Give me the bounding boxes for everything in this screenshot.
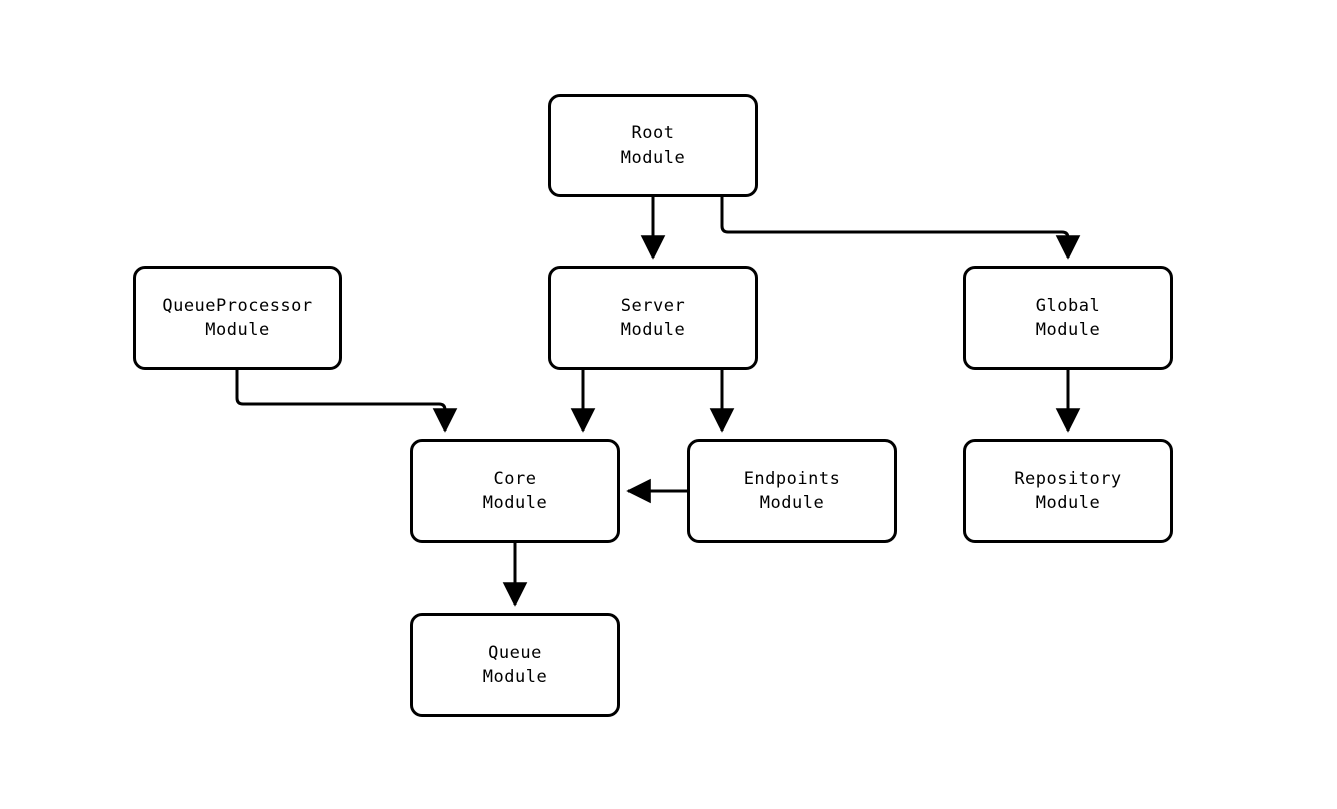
node-server-suffix: Module [620,320,686,340]
node-global-suffix: Module [1035,320,1101,340]
node-queueprocessor-suffix: Module [205,320,270,340]
node-queueprocessor-name: QueueProcessor [162,295,313,316]
node-global-name: Global [1035,295,1101,316]
node-repository-suffix: Module [1035,493,1101,513]
edge-queueprocessor-to-core [235,370,458,433]
node-endpoints-suffix: Module [759,493,825,513]
edge-root-to-global [720,197,1081,260]
node-server-name: Server [620,295,686,316]
node-root-name: Root [631,123,675,144]
edge-paths [235,197,1081,607]
node-root-suffix: Module [620,147,686,168]
node-repository-name: Repository [1014,468,1122,489]
node-queue-name: Queue [488,642,542,663]
node-endpoints-name: Endpoints [743,468,841,489]
node-core-name: Core [493,468,537,489]
node-core-suffix: Module [482,493,548,513]
node-queue-suffix: Module [482,667,548,687]
